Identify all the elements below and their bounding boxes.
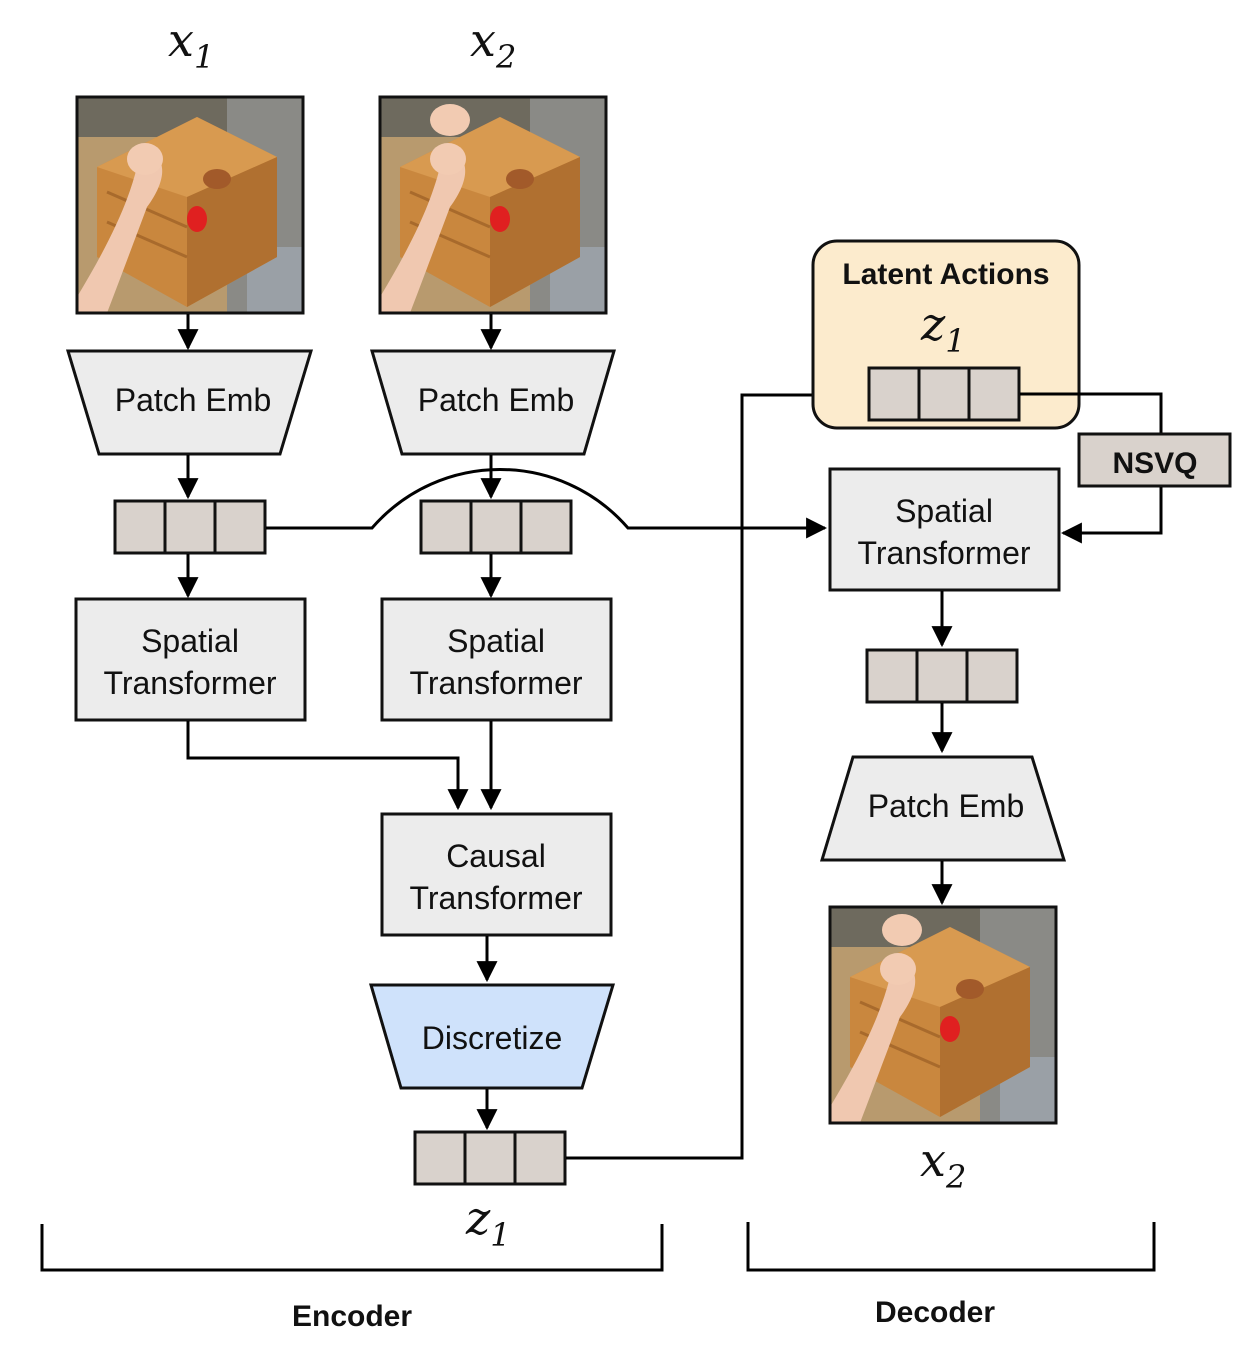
nsvq-block: NSVQ xyxy=(1077,432,1232,488)
frame-x1-image xyxy=(75,95,305,315)
frame-x2-image xyxy=(378,95,608,315)
svg-text:Transformer: Transformer xyxy=(857,535,1030,571)
latent-z1-label: z1 xyxy=(920,297,966,360)
svg-text:NSVQ: NSVQ xyxy=(1112,447,1197,480)
causal-transformer: Causal Transformer xyxy=(380,812,613,937)
svg-text:Transformer: Transformer xyxy=(103,665,276,701)
wire-z1-to-latent-actions xyxy=(566,384,867,1160)
decoder-spatial-transformer: Spatial Transformer xyxy=(828,467,1061,592)
discretize-block: Discretize xyxy=(369,983,616,1090)
patch-emb-2: Patch Emb xyxy=(370,349,616,456)
svg-text:Patch Emb: Patch Emb xyxy=(868,788,1025,824)
wire-nsvq-to-decoder-spatial xyxy=(1060,487,1163,544)
arrow-spatial1-to-causal xyxy=(186,721,469,811)
svg-text:x1: x1 xyxy=(168,13,214,76)
encoder-label: Encoder xyxy=(292,1300,412,1333)
encoder-bracket xyxy=(40,1224,664,1272)
svg-text:Causal: Causal xyxy=(446,838,546,874)
z1-tokens-encoder xyxy=(413,1130,567,1186)
spatial-transformer-2: Spatial Transformer xyxy=(380,597,613,722)
x2-label: x2 xyxy=(470,13,516,76)
decoder-tokens xyxy=(865,648,1019,704)
latent-actions-box: Latent Actions z1 xyxy=(811,239,1081,430)
latent-actions-title: Latent Actions xyxy=(842,258,1049,291)
spatial-transformer-1: Spatial Transformer xyxy=(74,597,307,722)
svg-text:Patch Emb: Patch Emb xyxy=(115,382,272,418)
svg-text:Discretize: Discretize xyxy=(422,1020,562,1056)
wire-latent-to-nsvq xyxy=(1020,392,1163,433)
svg-text:Transformer: Transformer xyxy=(409,880,582,916)
wire-tokens1-to-decoder xyxy=(266,468,828,539)
z1-label-encoder: z1 xyxy=(465,1191,511,1254)
tokens-1 xyxy=(113,499,267,555)
tokens-2 xyxy=(419,499,573,555)
patch-emb-1: Patch Emb xyxy=(65,349,314,456)
decoder-patch-emb: Patch Emb xyxy=(819,755,1067,862)
decoder-bracket xyxy=(746,1222,1156,1272)
svg-text:x2: x2 xyxy=(920,1133,966,1196)
svg-text:Spatial: Spatial xyxy=(895,493,993,529)
svg-text:z1: z1 xyxy=(465,1191,511,1254)
svg-text:Spatial: Spatial xyxy=(141,623,239,659)
svg-text:Patch Emb: Patch Emb xyxy=(418,382,575,418)
svg-text:Spatial: Spatial xyxy=(447,623,545,659)
x2-output-label: x2 xyxy=(920,1133,966,1196)
svg-text:x2: x2 xyxy=(470,13,516,76)
svg-text:Transformer: Transformer xyxy=(409,665,582,701)
x1-label: x1 xyxy=(168,13,214,76)
decoder-label: Decoder xyxy=(875,1296,995,1329)
frame-x2-reconstructed-image xyxy=(828,905,1058,1125)
